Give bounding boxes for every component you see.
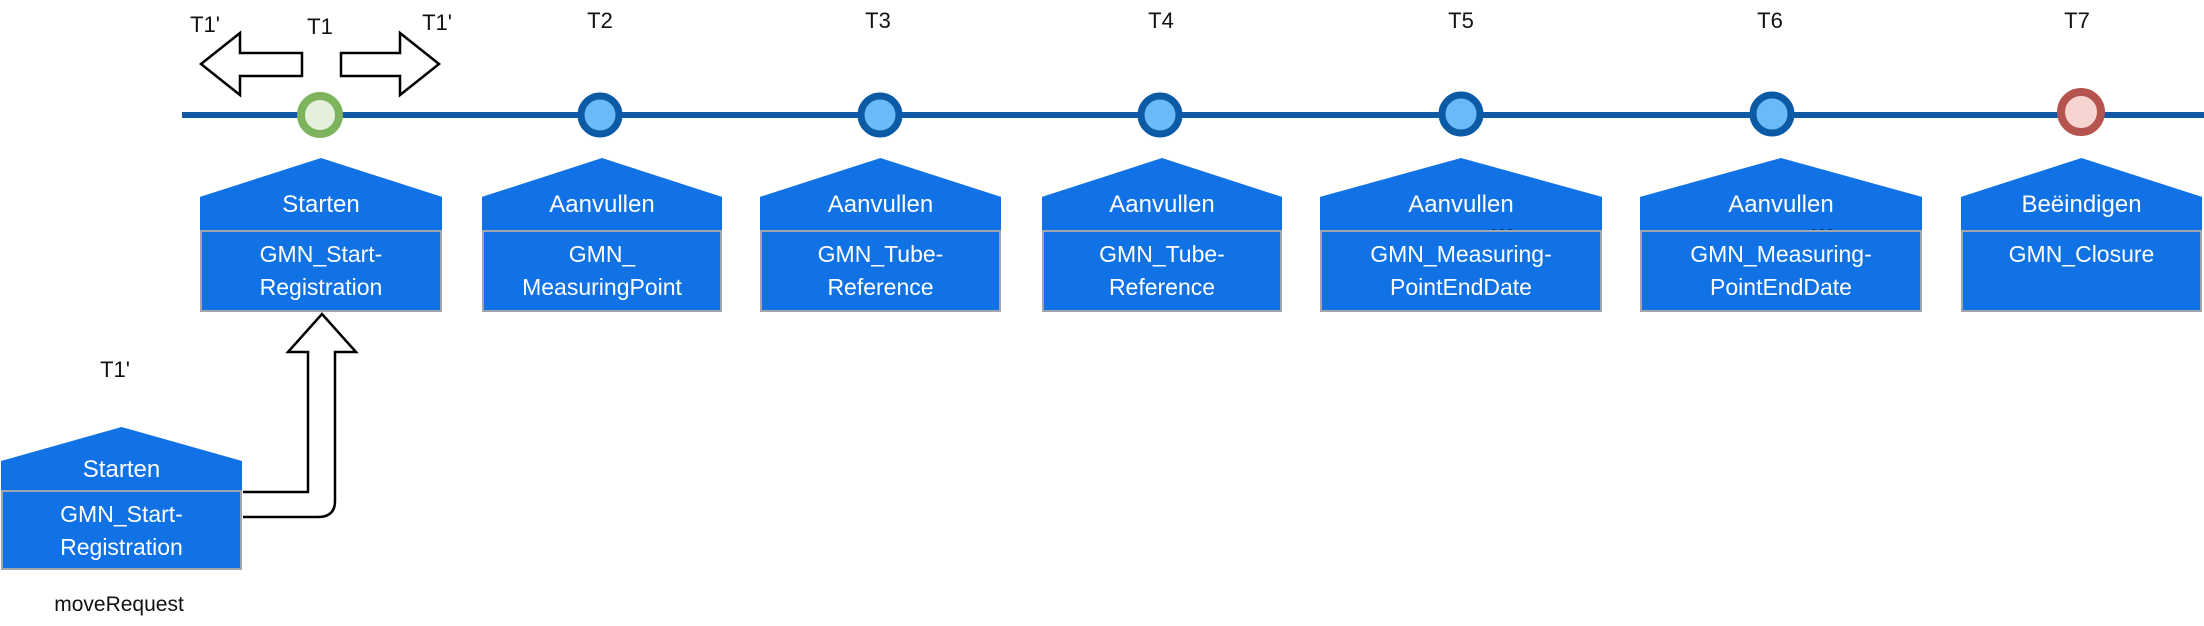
event-roof-t6: Aanvullen … xyxy=(1640,158,1922,230)
event-roof-t7: Beëindigen xyxy=(1961,158,2202,230)
event-roof-t5: Aanvullen … xyxy=(1320,158,1602,230)
event-action-label: Aanvullen xyxy=(1728,191,1834,218)
event-box-t2: Aanvullen GMN_ MeasuringPoint xyxy=(482,158,722,312)
milestone-t5-circle xyxy=(1438,91,1484,137)
marker-label-t7: T7 xyxy=(2064,8,2090,33)
marker-label-t5: T5 xyxy=(1448,8,1474,33)
marker-label-t4: T4 xyxy=(1148,8,1174,33)
marker-label-t3: T3 xyxy=(865,8,891,33)
event-roof-t3: Aanvullen xyxy=(760,158,1001,230)
ellipsis-label: … xyxy=(1809,208,1836,238)
milestone-t7-circle xyxy=(2057,88,2105,136)
artifact-line: GMN_Closure xyxy=(2008,241,2155,267)
artifact-line: GMN_Tube- xyxy=(817,241,944,267)
event-artifact-t4: GMN_Tube- Reference xyxy=(1042,230,1282,312)
event-roof-t4: Aanvullen xyxy=(1042,158,1282,230)
move-request-caption: moveRequest xyxy=(54,593,184,616)
artifact-line: GMN_Start- xyxy=(259,241,383,267)
move-left-label: T1' xyxy=(190,12,220,37)
event-action-label: Starten xyxy=(282,191,360,218)
artifact-line: GMN_ xyxy=(568,241,636,267)
artifact-line: MeasuringPoint xyxy=(522,274,682,300)
artifact-line: GMN_Start- xyxy=(60,501,183,527)
move-left-arrow-icon xyxy=(198,30,304,98)
milestone-t1-circle xyxy=(297,92,343,138)
marker-label-t1: T1 xyxy=(307,14,333,39)
event-action-label: Beëindigen xyxy=(2021,191,2142,218)
artifact-line: PointEndDate xyxy=(1710,274,1852,300)
event-artifact-t7: GMN_Closure xyxy=(1961,230,2202,312)
milestone-t4-circle xyxy=(1137,92,1183,138)
artifact-line: Reference xyxy=(827,274,934,300)
event-artifact-t6: GMN_Measuring- PointEndDate xyxy=(1640,230,1922,312)
event-action-label: Starten xyxy=(82,456,161,483)
event-box-t6: Aanvullen … GMN_Measuring- PointEndDate xyxy=(1640,158,1922,312)
event-artifact-t1: GMN_Start- Registration xyxy=(200,230,442,312)
marker-label-t2: T2 xyxy=(587,8,613,33)
move-request-arrow-icon xyxy=(243,312,359,519)
event-action-label: Aanvullen xyxy=(827,191,934,218)
artifact-line: Reference xyxy=(1108,274,1216,300)
event-action-label: Aanvullen xyxy=(1408,191,1514,218)
event-artifact-t2: GMN_ MeasuringPoint xyxy=(482,230,722,312)
move-right-label: T1' xyxy=(422,10,452,35)
event-box-t4: Aanvullen GMN_Tube- Reference xyxy=(1042,158,1282,312)
artifact-line: Registration xyxy=(60,534,183,560)
milestone-t3-circle xyxy=(857,92,903,138)
artifact-line: Registration xyxy=(259,274,383,300)
ellipsis-label: … xyxy=(1489,208,1516,238)
event-action-label: Aanvullen xyxy=(1109,191,1215,218)
event-roof-t1: Starten xyxy=(200,158,442,230)
moved-event-box: Starten GMN_Start- Registration xyxy=(1,427,242,570)
event-action-label: Aanvullen xyxy=(549,191,655,218)
moved-event-t-label: T1' xyxy=(100,357,130,382)
milestone-t2-circle xyxy=(577,92,623,138)
event-box-t7: Beëindigen GMN_Closure xyxy=(1961,158,2202,312)
event-box-t1: Starten GMN_Start- Registration xyxy=(200,158,442,312)
milestone-t6-circle xyxy=(1749,91,1795,137)
moved-event-artifact: GMN_Start- Registration xyxy=(1,490,242,570)
event-artifact-t5: GMN_Measuring- PointEndDate xyxy=(1320,230,1602,312)
event-box-t5: Aanvullen … GMN_Measuring- PointEndDate xyxy=(1320,158,1602,312)
artifact-line: PointEndDate xyxy=(1390,274,1532,300)
artifact-line: GMN_Tube- xyxy=(1099,241,1225,267)
moved-event-roof: Starten xyxy=(1,427,242,490)
event-box-t3: Aanvullen GMN_Tube- Reference xyxy=(760,158,1001,312)
move-right-arrow-icon xyxy=(339,30,442,98)
artifact-line: GMN_Measuring- xyxy=(1690,241,1872,267)
event-roof-t2: Aanvullen xyxy=(482,158,722,230)
marker-label-t6: T6 xyxy=(1757,8,1783,33)
artifact-line: GMN_Measuring- xyxy=(1370,241,1552,267)
event-artifact-t3: GMN_Tube- Reference xyxy=(760,230,1001,312)
